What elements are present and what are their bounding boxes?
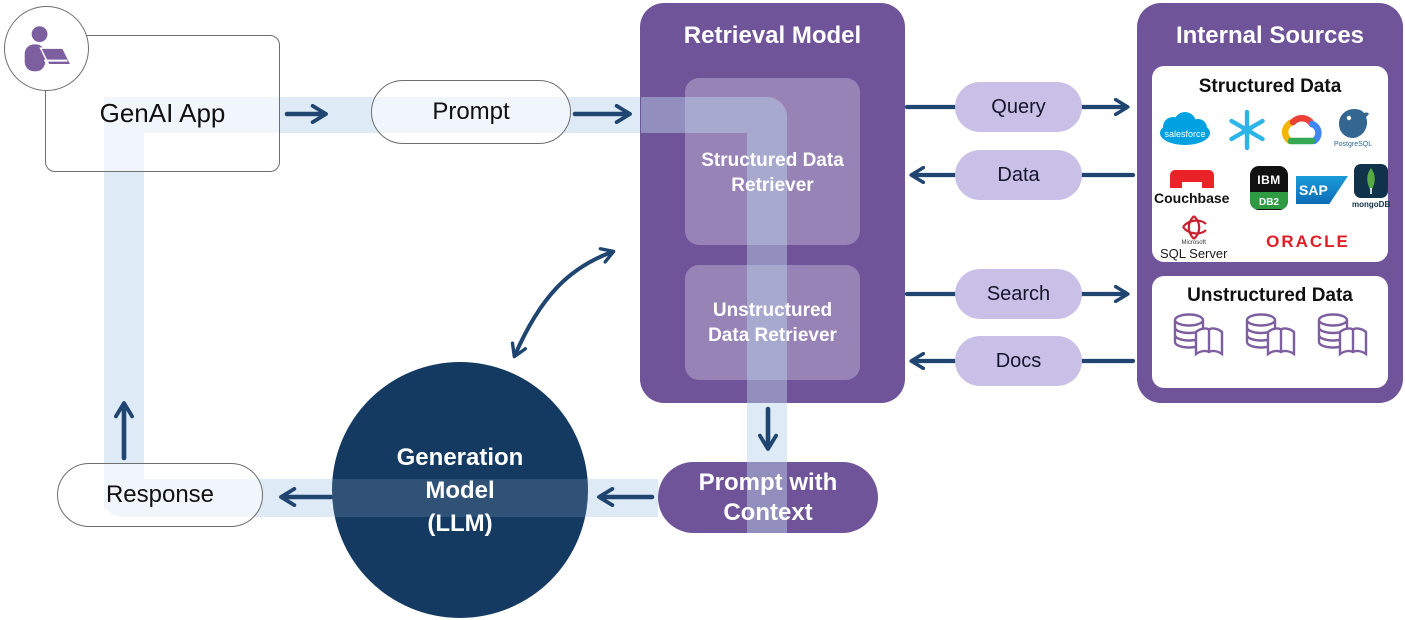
prompt-node: Prompt — [371, 80, 571, 144]
prompt-with-context-node: Prompt with Context — [658, 462, 878, 533]
prompt-with-context-line2: Context — [723, 498, 813, 526]
query-pill: Query — [955, 82, 1082, 132]
database-with-book-icon — [1317, 313, 1368, 357]
unstructured-data-panel: Unstructured Data — [1152, 276, 1388, 388]
generation-model-label: Generation Model (LLM) — [397, 441, 524, 540]
data-label: Data — [997, 163, 1040, 186]
unstructured-retriever-line1: Unstructured — [712, 299, 833, 321]
query-label: Query — [991, 95, 1046, 118]
user-badge — [4, 6, 89, 91]
structured-data-panel: Structured Data salesforce — [1152, 66, 1390, 262]
generation-model-line2: Model — [425, 476, 495, 504]
retrieval-model-node: Retrieval Model Structured Data Retrieve… — [640, 3, 905, 403]
unstructured-retriever-line2: Data Retriever — [708, 324, 837, 346]
structured-retriever-line2: Retriever — [731, 174, 814, 196]
flow-band-over-generation — [332, 479, 588, 517]
structured-retriever-line1: Structured Data — [701, 149, 844, 171]
snowflake-logo — [1226, 108, 1268, 152]
flow-band-over-retrieval-h — [641, 97, 747, 133]
google-cloud-logo — [1276, 112, 1326, 150]
unstructured-data-title: Unstructured Data — [1187, 285, 1353, 306]
mongodb-logo: mongoDB — [1352, 164, 1390, 209]
structured-data-title: Structured Data — [1198, 76, 1342, 97]
structured-retriever-node: Structured Data Retriever — [685, 78, 860, 245]
ibm-db2-logo: IBM DB2 — [1250, 166, 1288, 210]
response-node: Response — [57, 463, 263, 527]
unstructured-retriever-node: Unstructured Data Retriever — [685, 265, 860, 380]
flow-band-over-promptcontext — [747, 462, 787, 533]
search-label: Search — [986, 282, 1051, 305]
salesforce-logo: salesforce — [1158, 112, 1214, 148]
couchbase-logo: Couchbase — [1154, 170, 1229, 206]
genai-app-label: GenAI App — [99, 98, 226, 128]
retrieval-model-title: Retrieval Model — [683, 22, 862, 49]
prompt-with-context-line1: Prompt with — [698, 468, 838, 496]
database-with-book-icon — [1245, 313, 1296, 357]
data-pill: Data — [955, 150, 1082, 200]
sql-server-logo: Microsoft SQL Server — [1160, 214, 1227, 261]
user-at-laptop-icon — [24, 25, 72, 71]
search-pill: Search — [955, 269, 1082, 319]
docs-pill: Docs — [955, 336, 1082, 386]
internal-sources-title: Internal Sources — [1175, 22, 1365, 49]
sap-logo: SAP — [1296, 176, 1348, 204]
arrow-generation-retrieval-curve — [510, 247, 616, 359]
oracle-logo: ORACLE — [1266, 232, 1350, 251]
svg-text:salesforce: salesforce — [1164, 129, 1205, 139]
docs-label: Docs — [995, 349, 1042, 372]
postgresql-logo: PostgreSQL — [1334, 104, 1372, 148]
flow-band-over-retrieval-v — [747, 97, 787, 403]
database-with-book-icon — [1173, 313, 1224, 357]
generation-model-line1: Generation — [396, 443, 524, 471]
internal-sources-node: Internal Sources Structured Data salesfo… — [1137, 3, 1403, 403]
response-label: Response — [105, 481, 215, 508]
prompt-label: Prompt — [432, 98, 510, 125]
generation-model-line3: (LLM) — [427, 509, 493, 537]
generation-model-node: Generation Model (LLM) — [332, 362, 588, 618]
